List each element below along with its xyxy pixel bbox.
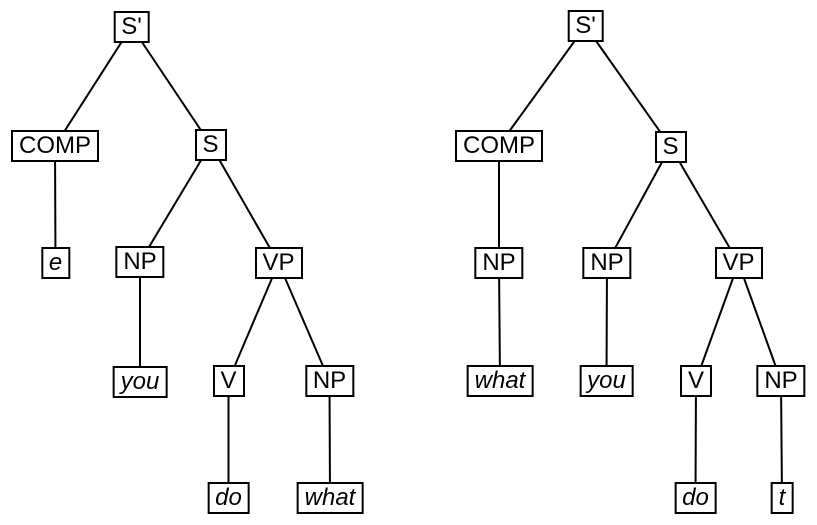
right-tree-node-s: S: [654, 130, 687, 163]
tree-edge: [498, 262, 501, 382]
right-tree-node-np-subject: NP: [582, 247, 632, 279]
tree-edge: [130, 25, 212, 146]
tree-edge: [227, 262, 280, 381]
right-tree-node-vp: VP: [714, 247, 763, 279]
right-tree-node-what: what: [466, 365, 534, 397]
left-tree-node-what: what: [296, 482, 364, 514]
left-tree-node-e: e: [40, 246, 71, 279]
right-tree-node-t: t: [770, 481, 794, 514]
tree-edge: [54, 25, 133, 147]
left-tree-node-v: V: [212, 364, 245, 397]
tree-edge: [606, 146, 672, 264]
tree-edge: [669, 145, 740, 264]
left-tree-node-vp: VP: [254, 247, 303, 279]
left-tree-node-np-object: NP: [304, 365, 355, 397]
left-tree-node-sbar: S': [113, 10, 150, 43]
right-tree-node-comp: COMP: [455, 129, 543, 162]
tree-edge: [139, 143, 212, 263]
left-tree-node-s: S: [194, 128, 227, 161]
right-tree-node-np-object: NP: [756, 365, 806, 397]
tree-edge: [780, 380, 783, 498]
right-tree-node-v: V: [679, 364, 713, 397]
tree-edge: [605, 262, 608, 382]
tree-edge: [498, 25, 587, 147]
left-tree-node-np-subject: NP: [115, 246, 165, 278]
left-tree-node-do: do: [207, 482, 250, 514]
right-tree-node-you: you: [579, 365, 634, 397]
right-tree-node-do: do: [674, 481, 717, 514]
tree-edge: [584, 25, 672, 148]
tree-edge: [695, 262, 740, 381]
right-tree-node-np-comp: NP: [474, 247, 524, 279]
left-tree-node-you: you: [112, 365, 168, 398]
tree-edge: [209, 144, 280, 264]
left-tree-node-comp: COMP: [11, 130, 99, 162]
tree-edge: [277, 262, 331, 382]
tree-edge: [54, 145, 57, 263]
right-tree-node-sbar: S': [567, 10, 604, 42]
tree-edge: [694, 380, 697, 498]
tree-edge: [737, 262, 782, 382]
tree-edge: [328, 380, 331, 499]
